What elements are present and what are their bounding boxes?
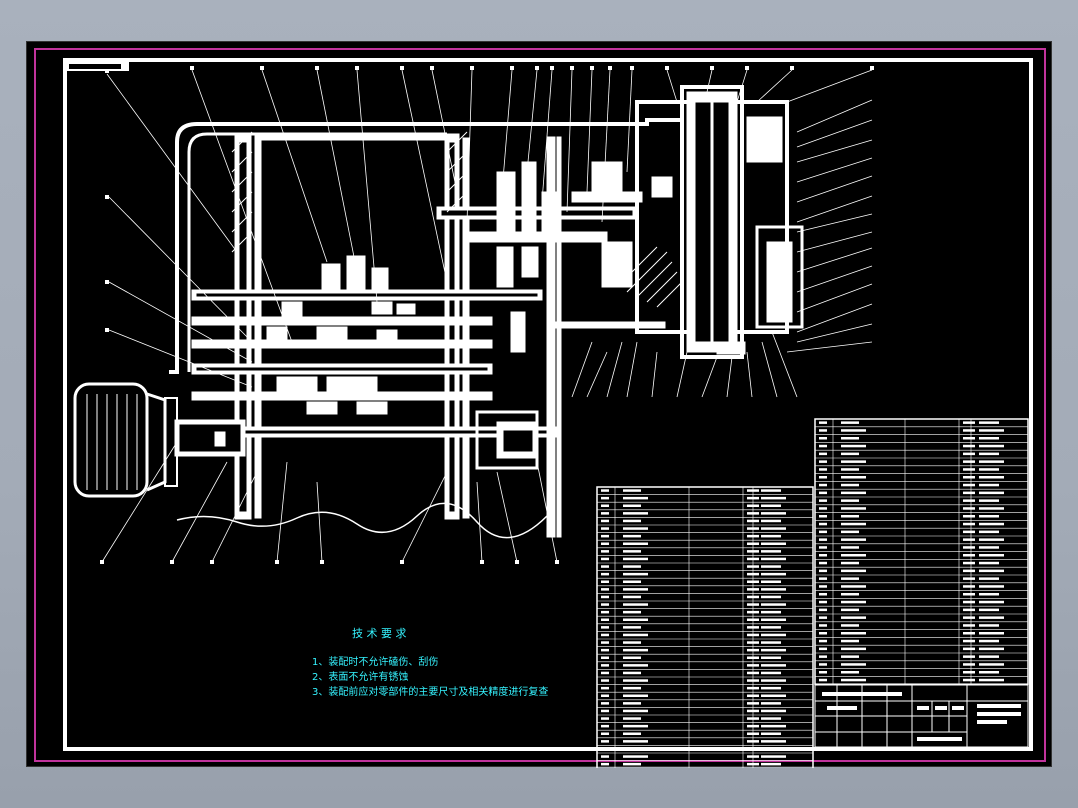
parts-list-tables (596, 418, 1029, 768)
tech-req-item-2: 2、表面不允许有锈蚀 (312, 670, 408, 683)
tech-req-item-3: 3、装配前应对零部件的主要尺寸及相关精度进行复查 (312, 685, 548, 698)
leader-lines (101, 69, 873, 563)
parts-list-left (596, 486, 814, 768)
tech-req-title: 技 术 要 求 (352, 627, 407, 640)
technical-requirements: 技 术 要 求 1、装配时不允许磕伤、刮伤 2、表面不允许有锈蚀 3、装配前应对… (312, 627, 548, 698)
cad-drawing[interactable]: 技 术 要 求 1、装配时不允许磕伤、刮伤 2、表面不允许有锈蚀 3、装配前应对… (27, 42, 1053, 768)
drawing-viewport[interactable]: 技 术 要 求 1、装配时不允许磕伤、刮伤 2、表面不允许有锈蚀 3、装配前应对… (26, 41, 1053, 768)
parts-list-right (814, 418, 1029, 685)
gearbox-section-view (73, 85, 804, 539)
part-balloons (100, 66, 874, 564)
tech-req-item-1: 1、装配时不允许磕伤、刮伤 (312, 655, 438, 668)
sheet-outer-frame (34, 48, 1046, 762)
sheet-border (63, 58, 1033, 751)
title-block (814, 684, 1029, 748)
